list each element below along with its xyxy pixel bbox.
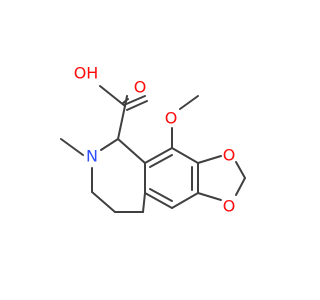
bond-c5-cacid — [117, 105, 126, 140]
bond-omethoxy-ch3 — [179, 95, 199, 110]
bond-c4-c3a — [171, 147, 199, 164]
atom-oh-label: OH — [74, 64, 99, 83]
bond-c7a-olower — [197, 192, 222, 201]
bond-c3a-oupper — [197, 155, 222, 164]
bond-inner-3 — [149, 188, 173, 202]
bond-c4a-c4 — [144, 147, 173, 164]
bond-cacid-oh — [99, 85, 126, 107]
bond-c5-c4a — [117, 138, 146, 164]
atom-n-label: N — [86, 147, 98, 166]
atom-labels: OH O O O O N — [74, 64, 236, 216]
bond-c6-c7 — [91, 191, 116, 213]
bond-c8b-c8 — [142, 192, 146, 213]
bond-oupper-ch2 — [235, 161, 246, 179]
atom-o-ring-upper-label: O — [223, 146, 236, 165]
bonds — [60, 85, 246, 213]
bond-cacid-o-double-2 — [126, 100, 148, 111]
bond-cacid-o-double-b — [122, 98, 129, 104]
molecule-structure-diagram: OH O O O O N — [60, 64, 246, 216]
bond-n-methyl — [60, 138, 84, 156]
bond-c8a-c8b — [144, 192, 173, 209]
bond-c5-n — [100, 138, 119, 151]
atom-o-ring-lower-label: O — [223, 197, 236, 216]
bond-olower-ch2 — [235, 177, 246, 196]
bond-inner-1 — [149, 154, 173, 168]
bond-c7a-c8a — [171, 192, 199, 209]
atom-o-methoxy-label: O — [165, 109, 178, 128]
bond-cacid-o-double-1 — [123, 95, 146, 106]
molecule-svg: OH O O O O N — [60, 64, 246, 216]
atom-o-carbonyl-label: O — [134, 78, 147, 97]
